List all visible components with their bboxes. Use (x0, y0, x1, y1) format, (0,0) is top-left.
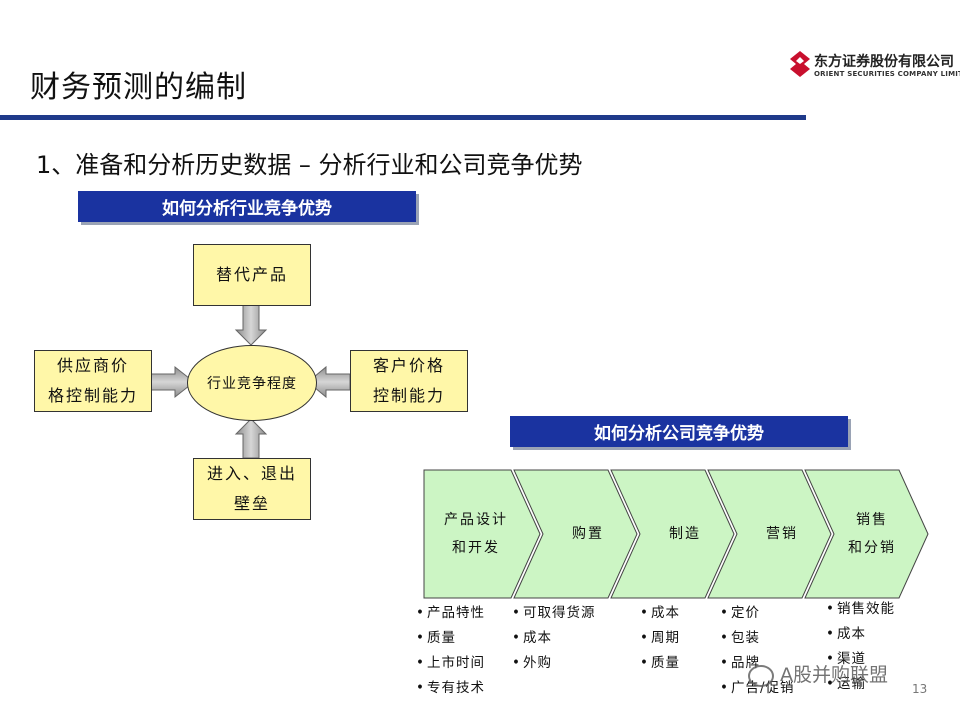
box-customer-power: 客户价格 控制能力 (350, 350, 468, 412)
bullets-design: 产品特性 质量 上市时间 专有技术 (416, 601, 485, 701)
stage-label-manufacturing: 制造 (669, 526, 701, 542)
list-item: 包装 (720, 626, 795, 651)
arrow-down-icon (234, 303, 268, 346)
list-item: 定价 (720, 601, 795, 626)
bullets-manufacturing: 成本 周期 质量 (640, 601, 680, 676)
chevron-stage-4 (707, 469, 832, 599)
list-item: 广告/促销 (720, 676, 795, 701)
box-entry-barriers: 进入、退出 壁垒 (193, 458, 311, 520)
box-substitutes-line1: 替代产品 (215, 265, 288, 284)
list-item: 销售效能 (826, 597, 895, 622)
box-entry-line2: 壁垒 (233, 494, 270, 513)
arrow-up-icon (234, 418, 268, 459)
list-item: 周期 (640, 626, 680, 651)
wechat-icon (748, 664, 774, 687)
list-item: 运输 (826, 672, 895, 697)
stage-label-procurement: 购置 (572, 526, 604, 542)
list-item: 成本 (512, 626, 595, 651)
industry-section-label: 如何分析行业竞争优势 (78, 191, 416, 222)
box-supplier-line2: 格控制能力 (47, 386, 138, 405)
box-substitutes: 替代产品 (193, 244, 311, 306)
logo-text-en: ORIENT SECURITIES COMPANY LIMITED (814, 70, 960, 78)
company-section-label: 如何分析公司竞争优势 (510, 416, 848, 447)
bullets-sales: 销售效能 成本 渠道 运输 (826, 597, 895, 697)
list-item: 成本 (826, 622, 895, 647)
chevron-stage-1 (423, 469, 541, 599)
box-supplier-power: 供应商价 格控制能力 (34, 350, 152, 412)
list-item: 产品特性 (416, 601, 485, 626)
company-logo: 东方证券股份有限公司 ORIENT SECURITIES COMPANY LIM… (790, 45, 960, 85)
chevron-stage-5 (804, 469, 929, 599)
list-item: 可取得货源 (512, 601, 595, 626)
box-customer-line2: 控制能力 (372, 386, 445, 405)
title-rule (0, 115, 806, 120)
chevron-stage-3 (610, 469, 735, 599)
stage-label-design: 产品设计 和开发 (444, 512, 508, 556)
box-customer-line1: 客户价格 (372, 356, 445, 375)
list-item: 外购 (512, 651, 595, 676)
chevron-stage-2 (513, 469, 638, 599)
section-subtitle: 1、准备和分析历史数据 – 分析行业和公司竞争优势 (36, 151, 583, 179)
stage-label-sales: 销售 和分销 (848, 512, 896, 556)
logo-text-cn: 东方证券股份有限公司 (814, 54, 954, 70)
bullets-marketing: 定价 包装 品牌 广告/促销 (720, 601, 795, 701)
list-item: 质量 (640, 651, 680, 676)
bullets-procurement: 可取得货源 成本 外购 (512, 601, 595, 676)
watermark-text: A股并购联盟 (780, 664, 888, 686)
logo-mark-icon (790, 51, 810, 77)
box-entry-line1: 进入、退出 (206, 464, 297, 483)
list-item: 质量 (416, 626, 485, 651)
page-number: 13 (912, 682, 928, 696)
list-item: 渠道 (826, 647, 895, 672)
list-item: 专有技术 (416, 676, 485, 701)
list-item: 成本 (640, 601, 680, 626)
value-chain (423, 469, 929, 599)
stage-label-marketing: 营销 (766, 526, 798, 542)
page-title: 财务预测的编制 (30, 70, 247, 105)
list-item: 上市时间 (416, 651, 485, 676)
watermark: A股并购联盟 (748, 660, 888, 687)
box-supplier-line1: 供应商价 (56, 356, 129, 375)
competition-ellipse: 行业竞争程度 (187, 345, 317, 421)
